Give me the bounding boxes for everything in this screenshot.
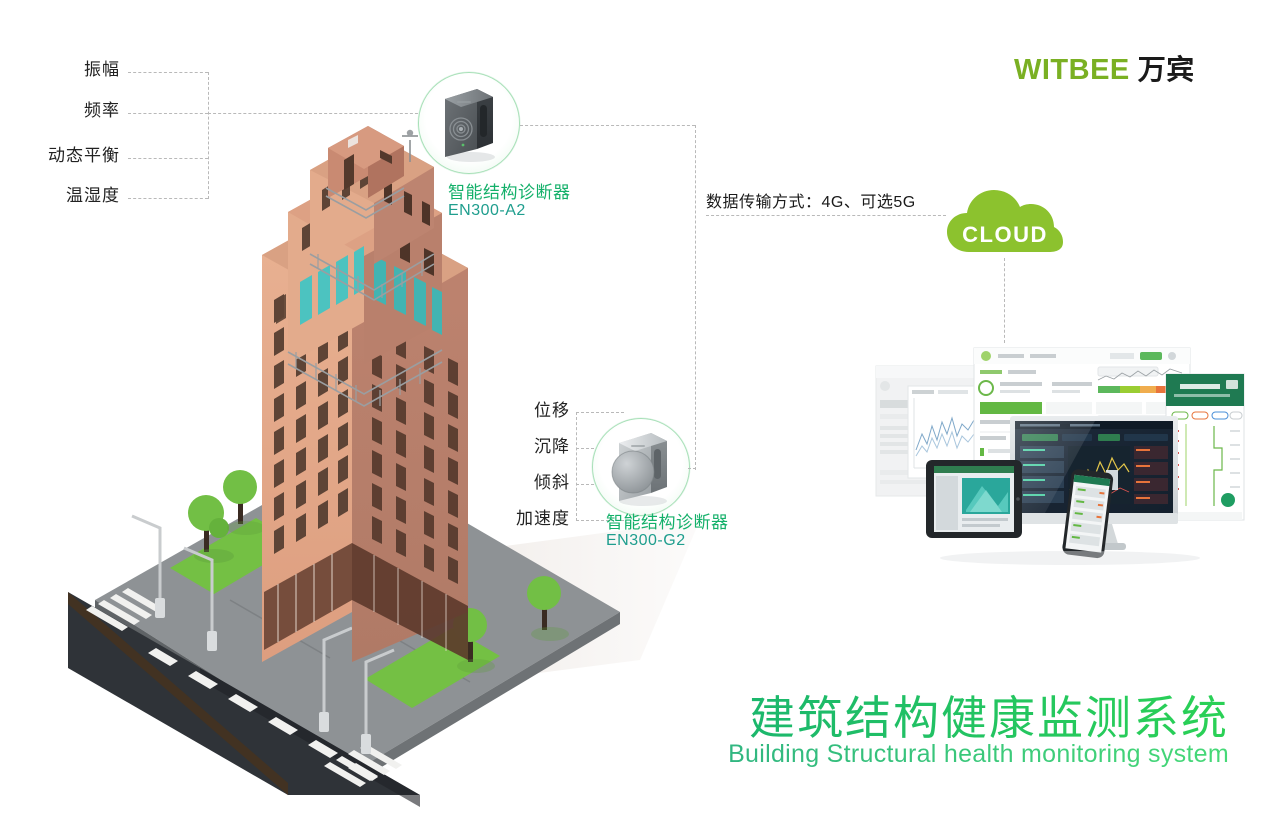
structure-diagnoser-g2-icon <box>611 433 667 506</box>
connector-vertical-bus <box>695 125 696 470</box>
metric-label-temp-humidity: 温湿度 <box>66 186 120 205</box>
metric-label-dynamic-balance: 动态平衡 <box>48 146 120 165</box>
connector-temp-humidity <box>128 198 208 199</box>
connector-cloud-to-devices <box>1004 258 1005 343</box>
connector-frequency <box>128 113 208 114</box>
sensor-bottom-circle <box>592 418 690 516</box>
building-scene-illustration <box>68 126 700 807</box>
connector-device-to-cloud-bus <box>520 125 695 126</box>
cloud-icon <box>947 190 1063 252</box>
connector-bottom-device-to-bus <box>688 468 696 469</box>
cloud-label: CLOUD <box>962 222 1048 247</box>
connector-top-to-device <box>208 113 423 114</box>
metric-label-tilt: 倾斜 <box>534 473 570 492</box>
transmission-label: 数据传输方式：4G、可选5G <box>706 194 916 211</box>
sensor-top-circle <box>418 72 520 174</box>
brand-name-en: WITBEE <box>1014 54 1130 86</box>
sensor-bottom-title: 智能结构诊断器 <box>606 513 729 532</box>
connector-dynamic-balance <box>128 158 208 159</box>
metric-label-acceleration: 加速度 <box>516 509 570 528</box>
sensor-top-model: EN300-A2 <box>448 202 526 219</box>
page-title-cn: 建筑结构健康监测系统 <box>0 682 1229 748</box>
metric-label-amplitude: 振幅 <box>84 60 120 79</box>
cloud-graphic: CLOUD <box>945 182 1065 260</box>
sensor-bottom-model: EN300-G2 <box>606 532 686 549</box>
sensor-top-title: 智能结构诊断器 <box>448 183 571 202</box>
connector-acceleration <box>576 520 624 521</box>
page-title-en: Building Structural health monitoring sy… <box>0 740 1229 769</box>
connector-amplitude <box>128 72 208 73</box>
metric-label-settlement: 沉降 <box>534 437 570 456</box>
metric-label-frequency: 频率 <box>84 101 120 120</box>
brand-name-cn: 万宾 <box>1137 54 1195 85</box>
structure-diagnoser-a2-icon <box>445 89 495 162</box>
metric-label-displacement: 位移 <box>534 401 570 420</box>
connector-bottom-bus <box>576 412 577 521</box>
connector-transmission-to-cloud <box>706 215 946 216</box>
connector-top-bus <box>208 72 209 199</box>
connector-displacement <box>576 412 624 413</box>
dashboard-multi-device-mockup <box>875 347 1245 565</box>
